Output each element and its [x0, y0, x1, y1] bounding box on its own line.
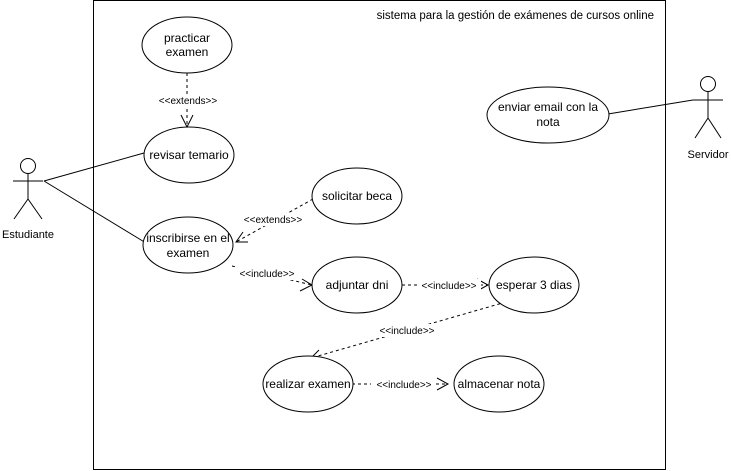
use-case-revisar-temario: revisar temario: [143, 126, 235, 184]
use-case-enviar-email-line2: nota: [536, 115, 560, 129]
use-case-solicitar-beca: solicitar beca: [311, 167, 403, 225]
system-boundary: [93, 0, 666, 470]
use-case-revisar-temario-label: revisar temario: [149, 148, 229, 162]
use-case-enviar-email: enviar email con la nota: [486, 86, 610, 144]
actor-estudiante-label: Estudiante: [2, 229, 54, 241]
extends-practicar-label: <<extends>>: [159, 96, 218, 107]
actor-estudiante-head: [20, 158, 36, 174]
include-almacenar-label: <<include>>: [376, 380, 431, 391]
actor-servidor-left-leg: [694, 117, 709, 139]
include-realizar-label: <<include>>: [379, 326, 434, 337]
extends-beca-label: <<extends>>: [244, 215, 303, 226]
actor-servidor-label: Servidor: [688, 149, 729, 161]
association-estudiante-inscribirse: [43, 180, 147, 244]
include-esperar-label: <<include>>: [421, 281, 476, 292]
use-case-solicitar-beca-label: solicitar beca: [322, 189, 392, 203]
use-case-realizar-examen-label: realizar examen: [265, 377, 350, 391]
actor-servidor-right-leg: [707, 117, 722, 139]
use-case-inscribirse-line1: inscribirse en el: [146, 231, 229, 245]
use-case-almacenar-nota-label: almacenar nota: [458, 377, 541, 391]
use-case-almacenar-nota: almacenar nota: [453, 355, 545, 413]
use-case-adjuntar-dni-label: adjuntar dni: [326, 278, 389, 292]
actor-estudiante-right-leg: [27, 198, 43, 220]
use-case-practicar-examen-line1: practicar: [164, 31, 210, 45]
actor-servidor-head: [700, 76, 716, 92]
association-estudiante-revisar-temario: [43, 152, 145, 182]
system-title: sistema para la gestión de exámenes de c…: [377, 10, 654, 22]
use-case-esperar-3-dias-label: esperar 3 dias: [496, 278, 572, 292]
use-case-realizar-examen: realizar examen: [262, 355, 354, 413]
use-case-inscribirse-line2: examen: [167, 246, 210, 260]
actor-estudiante: [13, 158, 43, 220]
extends-beca-arrowhead: [235, 231, 248, 243]
include-almacenar-arrowhead: [436, 377, 450, 391]
use-case-practicar-examen: practicar examen: [141, 16, 233, 74]
use-case-enviar-email-line1: enviar email con la: [498, 100, 598, 114]
use-case-esperar-3-dias: esperar 3 dias: [488, 256, 580, 314]
actor-estudiante-left-leg: [13, 198, 29, 220]
include-dni-label: <<include>>: [239, 269, 294, 280]
use-case-practicar-examen-line2: examen: [166, 45, 209, 59]
association-servidor-enviar-email: [607, 99, 694, 115]
use-case-adjuntar-dni: adjuntar dni: [311, 256, 403, 314]
include-esperar-to-realizar-line: [310, 301, 507, 359]
use-case-inscribirse: inscribirse en el examen: [142, 216, 234, 274]
actor-servidor: [693, 76, 723, 139]
